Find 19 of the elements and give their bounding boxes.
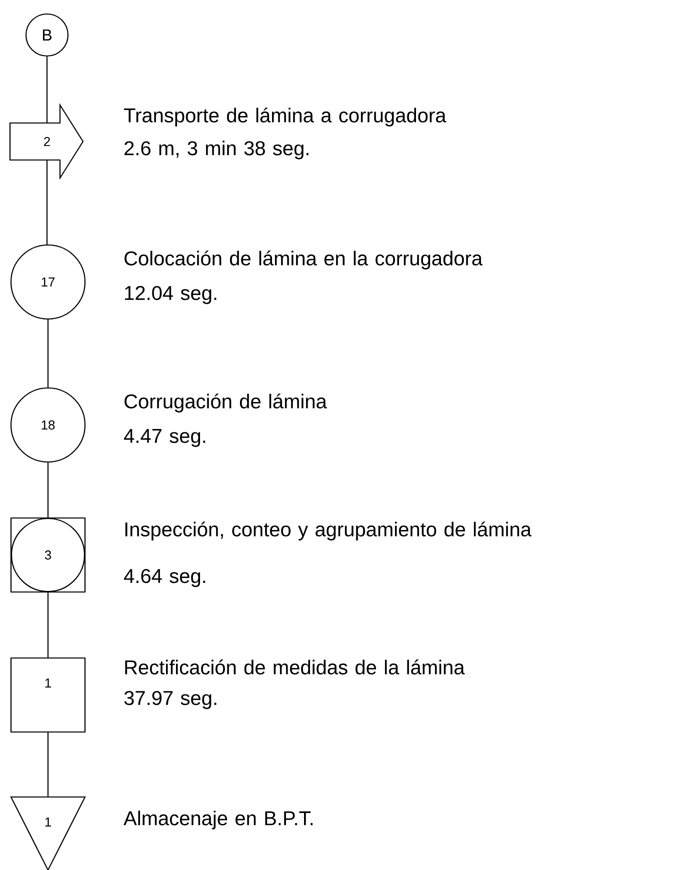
connector-line [46, 56, 48, 122]
step-description: 4.64 seg. [124, 568, 206, 588]
storage-triangle: 1 [10, 796, 86, 870]
step-description: Corrugación de lámina [124, 394, 327, 412]
connector-line [47, 732, 49, 796]
step-description: Rectificación de medidas de la lámina [125, 660, 465, 674]
step-description: Transporte de lámina a corrugadora [124, 108, 446, 126]
connector-line [47, 462, 49, 518]
connector-line [47, 320, 49, 388]
step-description: Almacenaje en B.P.T. [124, 810, 313, 830]
step-description: 37.97 seg. [124, 690, 216, 710]
inspection-square: 1 [10, 657, 86, 733]
step-description: Inspección, conteo y agrupamiento de lámina [125, 522, 532, 540]
step-description: 12.04 seg. [125, 286, 216, 304]
connector-line [46, 160, 48, 244]
step-description: 2.6 m, 3 min 38 seg. [124, 140, 308, 160]
step-description: Colocación de lámina en la corrugadora [124, 250, 483, 270]
step-description: 4.47 seg. [124, 429, 206, 447]
connector-line [47, 592, 49, 658]
